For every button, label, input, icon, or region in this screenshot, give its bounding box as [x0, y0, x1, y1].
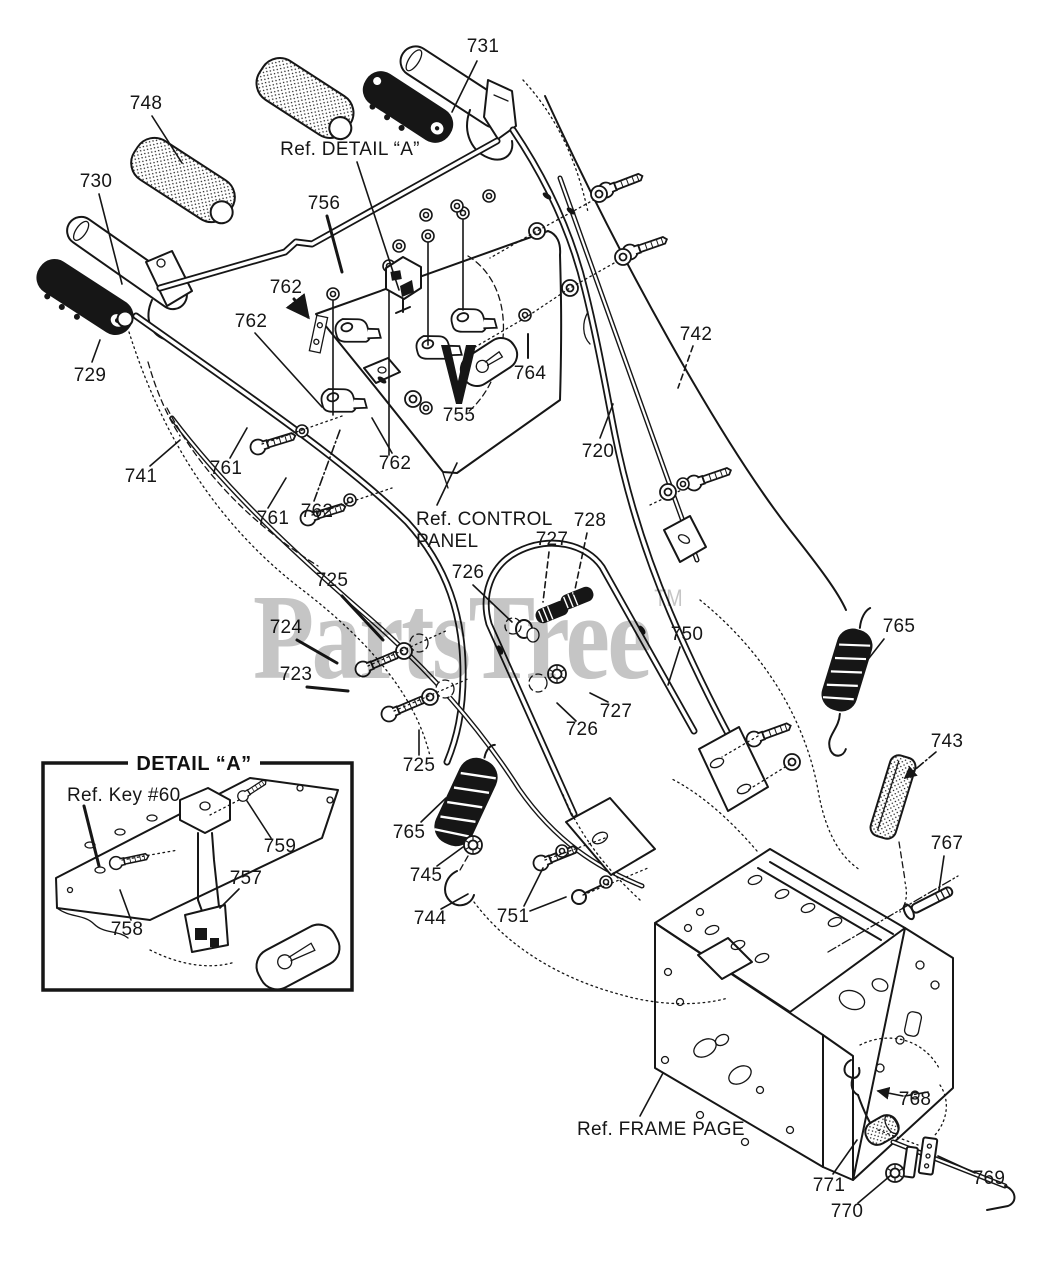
- grip-748: [130, 136, 236, 225]
- control-panel-assembly: [308, 189, 624, 489]
- cross-rod: [156, 137, 501, 292]
- fasteners-751: [530, 837, 649, 905]
- grip-729: [36, 259, 134, 335]
- frame-box: [561, 777, 954, 1181]
- right-handlebar-tube: [509, 79, 744, 760]
- detail-a-title: DETAIL “A”: [128, 753, 260, 776]
- detail-a-box: [41, 761, 354, 992]
- bolt-767: [827, 875, 959, 953]
- grip-hatched-upper: [255, 57, 355, 141]
- rod-720: [557, 175, 707, 563]
- grip-black-upper: [362, 71, 454, 143]
- handle-bolts-726-727-728: [504, 586, 594, 693]
- panel-bolts-right: [590, 168, 735, 506]
- leader-lines: [82, 60, 976, 1204]
- spring-765-left: [434, 743, 498, 871]
- left-fasteners: [247, 390, 433, 529]
- spring-765-right: [821, 607, 873, 757]
- link-743: [869, 754, 917, 913]
- idler-parts: [843, 1037, 1016, 1211]
- cable-742: [544, 95, 847, 611]
- lower-handle-750: [482, 539, 861, 876]
- carriage-bolt-sets: [352, 629, 471, 725]
- handle-loop-731: [399, 45, 517, 161]
- left-handlebar-tube: [128, 312, 645, 889]
- hook-744: [444, 870, 729, 1005]
